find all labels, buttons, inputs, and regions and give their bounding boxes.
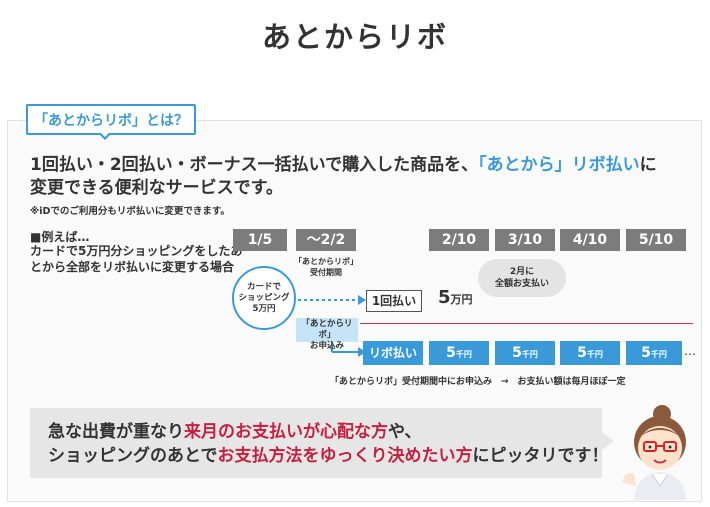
payment-unit: 千円 xyxy=(650,350,667,359)
payment-value: 5 xyxy=(446,345,456,361)
monthly-payment: 5千円 xyxy=(495,341,555,365)
circle-line-2: ショッピング xyxy=(238,292,290,303)
date-box: 5/10 xyxy=(626,229,686,251)
payment-value: 5 xyxy=(577,345,587,361)
bubble-line-2: 全額お支払い xyxy=(494,279,549,289)
period-label-line-1: 「あとからリボ」 xyxy=(294,257,358,266)
apply-label: 「あとからリボ」 お申込み xyxy=(296,318,358,351)
page-title: あとからリボ xyxy=(261,20,448,54)
banner-line-2-b: にピッタリです！ xyxy=(472,446,609,466)
arrow-head-icon xyxy=(358,347,366,357)
single-payment-amount: 5万円 xyxy=(438,287,473,308)
circle-line-3: 5万円 xyxy=(252,303,276,314)
example-body: カードで5万円分ショッピングをしたあとから全部をリボ払いに変更する場合 xyxy=(30,244,243,274)
lead-line-1-b: に xyxy=(639,155,657,175)
id-note: ※iDでのご利用分もリボ払いに変更できます。 xyxy=(30,206,230,217)
lead-text: 1回払い・2回払い・ボーナス一括払いで購入した商品を、「あとから」リボ払いに 変… xyxy=(30,154,657,200)
lead-highlight: 「あとから」リボ払い xyxy=(478,155,640,175)
date-box: 4/10 xyxy=(560,229,620,251)
period-label-line-2: 受付期間 xyxy=(310,268,342,277)
shopping-circle: カードで ショッピング 5万円 xyxy=(232,266,296,330)
banner-line-1-red: 来月のお支払いが心配な方 xyxy=(184,422,388,442)
banner-line-1-b: や、 xyxy=(388,422,422,442)
circle-line-1: カードで xyxy=(246,281,281,292)
date-box: 3/10 xyxy=(495,229,555,251)
apply-label-line-2: お申込み xyxy=(309,341,344,351)
banner-line-2: ショッピングのあとでお支払方法をゆっくり決めたい方にピッタリです！ xyxy=(48,444,609,468)
banner-pointer xyxy=(602,432,614,450)
banner-line-2-a: ショッピングのあとで xyxy=(48,446,218,466)
full-payment-bubble: 2月に 全額お支払い xyxy=(478,259,566,297)
date-box: 1/5 xyxy=(233,229,287,251)
date-box: 〜2/2 xyxy=(296,229,356,251)
banner-text: 急な出費が重なり来月のお支払いが心配な方や、 ショッピングのあとでお支払方法をゆ… xyxy=(48,420,609,468)
bubble-line-1: 2月に xyxy=(509,267,535,277)
payment-value: 5 xyxy=(512,345,522,361)
banner-line-1: 急な出費が重なり来月のお支払いが心配な方や、 xyxy=(48,420,609,444)
section-badge: 「あとからリボ」とは？ xyxy=(26,104,196,135)
banner-line-2-red: お支払方法をゆっくり決めたい方 xyxy=(217,446,473,466)
example-heading: ■例えば… xyxy=(30,230,90,244)
lead-line-2: 変更できる便利なサービスです。 xyxy=(30,178,283,198)
amount-value: 5 xyxy=(438,287,451,308)
payment-unit: 千円 xyxy=(586,350,603,359)
flow-note: 「あとからリボ」受付期間中にお申込み → お支払い額は毎月ほぼ一定 xyxy=(330,377,626,387)
arrow-head-icon xyxy=(358,295,366,305)
recommend-banner xyxy=(30,408,602,478)
lead-line-1: 1回払い・2回払い・ボーナス一括払いで購入した商品を、「あとから」リボ払いに xyxy=(30,154,657,177)
payment-unit: 千円 xyxy=(455,350,472,359)
monthly-payment: 5千円 xyxy=(626,341,682,365)
amount-unit: 万円 xyxy=(450,293,473,306)
monthly-payment: 5千円 xyxy=(429,341,489,365)
revolving-label: リボ払い xyxy=(363,341,423,365)
divider-line xyxy=(360,323,693,324)
monthly-payment: 5千円 xyxy=(560,341,620,365)
woman-with-glasses-icon xyxy=(622,405,686,500)
banner-line-1-a: 急な出費が重なり xyxy=(48,422,184,442)
date-box: 2/10 xyxy=(429,229,489,251)
payment-value: 5 xyxy=(641,345,651,361)
payment-unit: 千円 xyxy=(521,350,538,359)
apply-label-line-1: 「あとからリボ」 xyxy=(301,319,353,340)
lead-line-1-a: 1回払い・2回払い・ボーナス一括払いで購入した商品を、 xyxy=(30,155,479,175)
period-label: 「あとからリボ」 受付期間 xyxy=(294,256,358,278)
badge-pointer-inner xyxy=(100,132,110,137)
ellipsis: … xyxy=(684,344,696,358)
single-payment-label: 1回払い xyxy=(366,290,422,312)
